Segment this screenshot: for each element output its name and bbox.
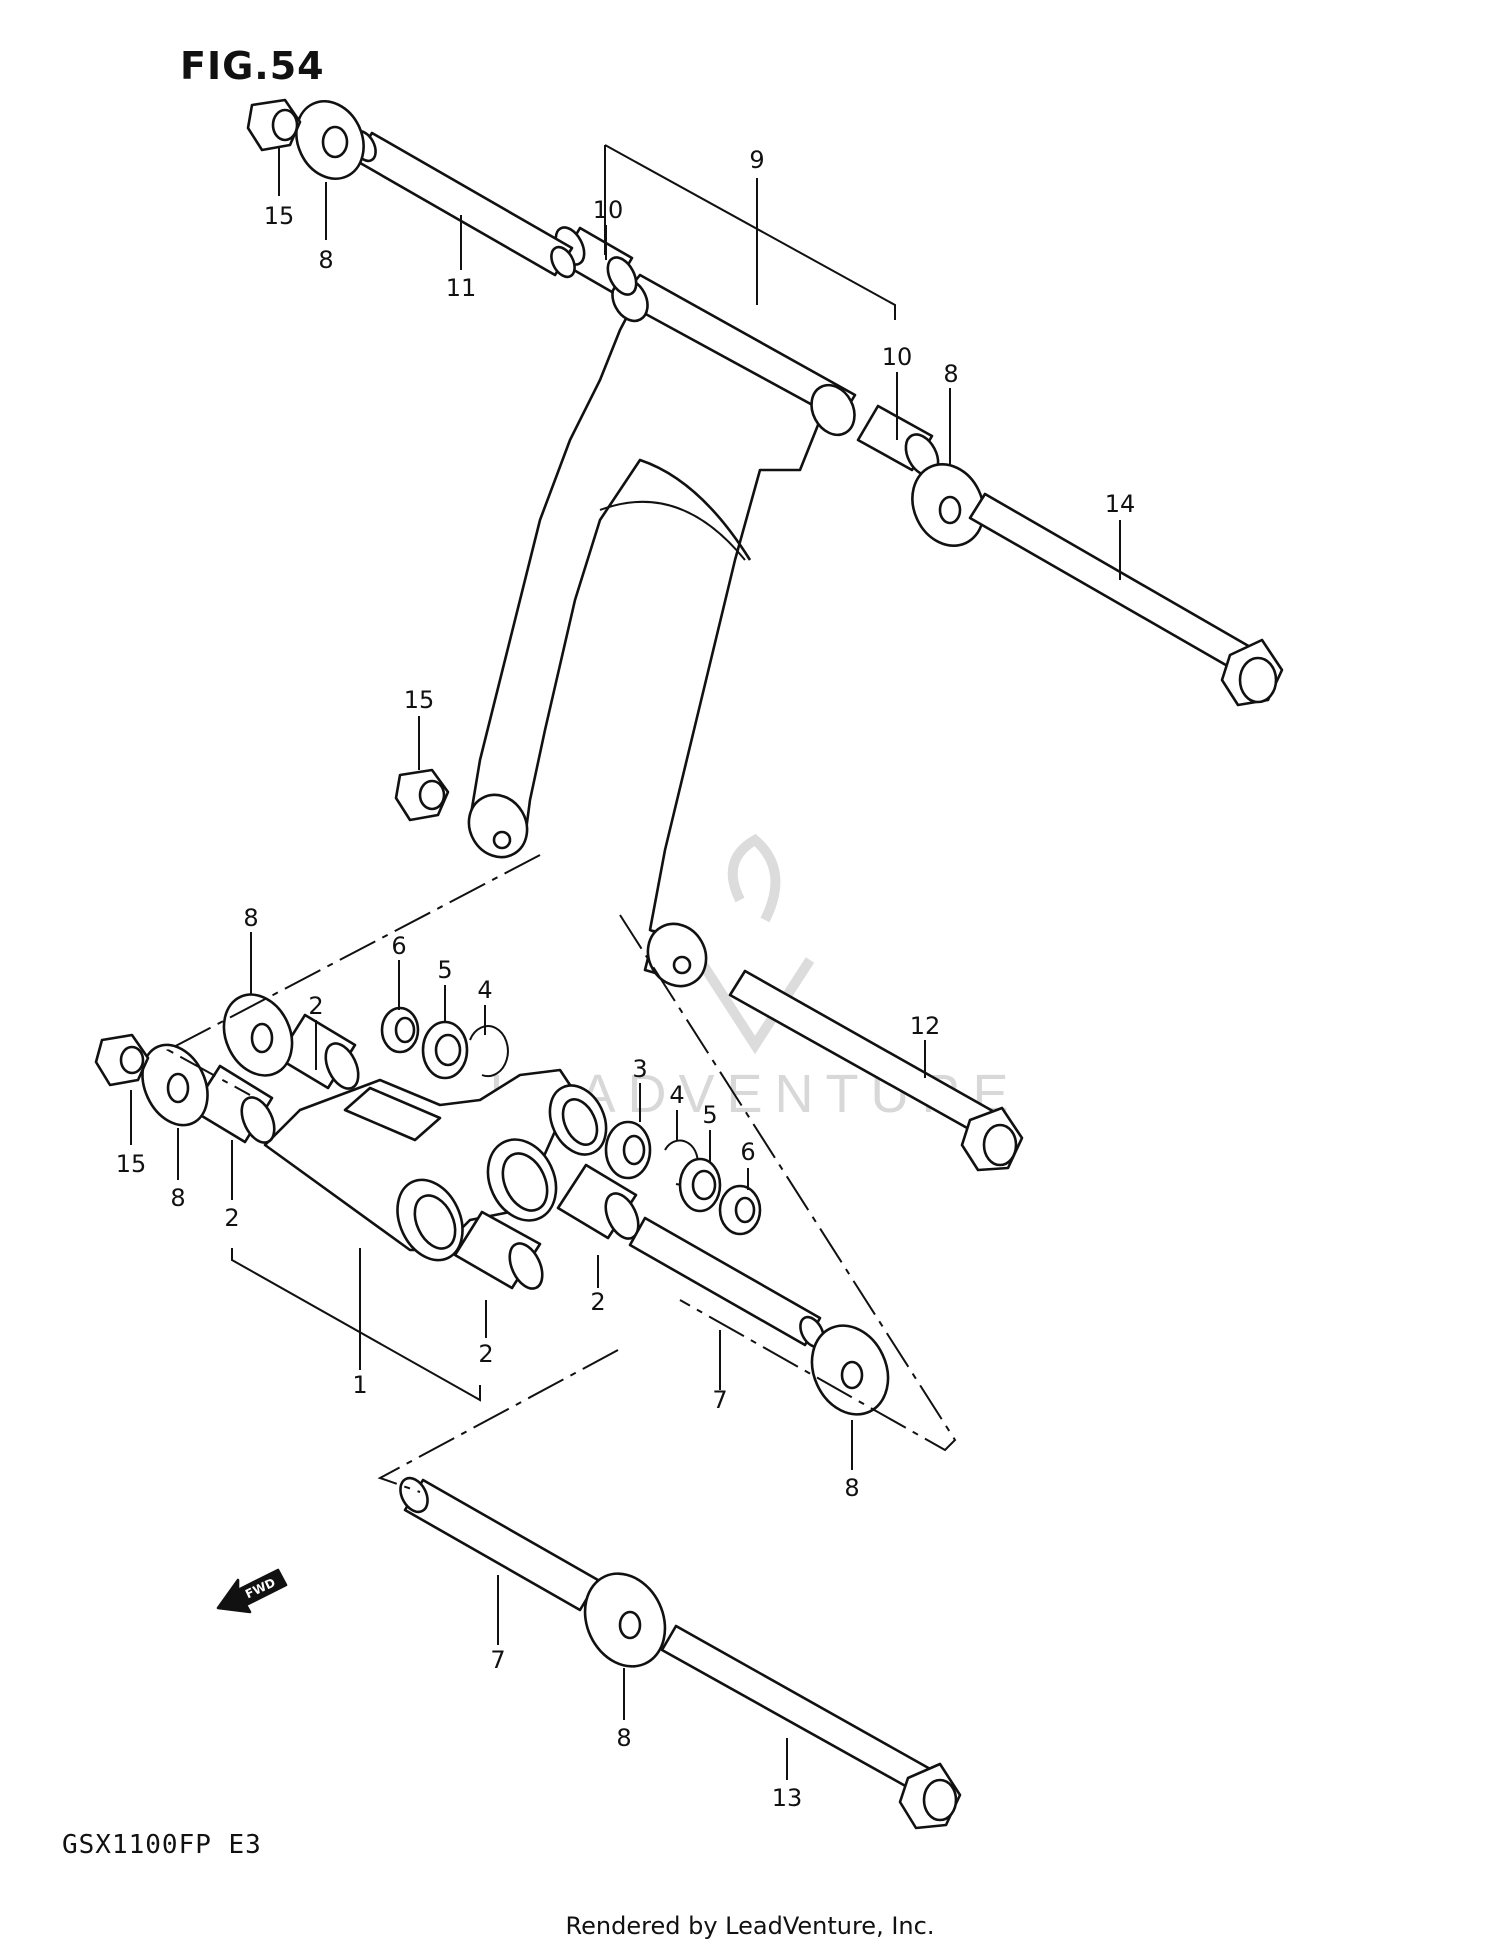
callout-8-top: 8 — [318, 246, 333, 274]
callout-8-shaft7-lower: 8 — [616, 1724, 631, 1752]
bearing-2-b — [190, 1064, 276, 1144]
shaft-7-right — [628, 1216, 825, 1349]
callout-7-lower: 7 — [490, 1646, 505, 1674]
callout-8-lower-a: 8 — [243, 904, 258, 932]
callout-5-lower: 5 — [702, 1101, 717, 1129]
footer-credit: Rendered by LeadVenture, Inc. — [565, 1912, 935, 1940]
washer-8-right — [911, 463, 985, 547]
callout-5-upper: 5 — [437, 956, 452, 984]
callout-2-b: 2 — [224, 1204, 239, 1232]
nut-15-mid — [394, 768, 450, 822]
bush-6-upper — [380, 1006, 420, 1054]
nut-15-lower — [94, 1033, 150, 1087]
washer-8-shaft7-lower — [583, 1572, 667, 1668]
callout-15-lower: 15 — [116, 1150, 147, 1178]
cushion-lever-9 — [467, 273, 857, 988]
callout-6-lower: 6 — [740, 1138, 755, 1166]
callout-8-shaft7-right: 8 — [844, 1474, 859, 1502]
washer-8-lower-a — [222, 993, 294, 1077]
callout-12: 12 — [910, 1012, 941, 1040]
bearing-2-d — [556, 1163, 640, 1240]
callout-4-upper: 4 — [477, 976, 492, 1004]
callout-1: 1 — [352, 1371, 367, 1399]
bolt-14 — [968, 492, 1284, 707]
bearing-5-lower — [678, 1157, 722, 1213]
bush-6-lower — [718, 1184, 762, 1236]
washer-8-lower-b — [141, 1043, 209, 1127]
callout-11: 11 — [446, 274, 477, 302]
callout-2-c: 2 — [590, 1288, 605, 1316]
assembly-lines — [165, 144, 957, 1493]
leader-lines — [130, 148, 1121, 1780]
callout-14: 14 — [1105, 490, 1136, 518]
callout-2-a: 2 — [308, 992, 323, 1020]
callout-10-lower: 10 — [882, 343, 913, 371]
watermark-logo — [695, 833, 815, 1055]
spacer-3 — [604, 1120, 652, 1180]
callout-13: 13 — [772, 1784, 803, 1812]
bolt-12 — [728, 969, 1024, 1172]
nut-15-top — [246, 98, 302, 152]
shaft-7-lower — [399, 1476, 600, 1612]
fwd-arrow-icon: FWD — [216, 1568, 288, 1614]
bolt-13 — [660, 1624, 962, 1830]
callout-10-upper: 10 — [593, 196, 624, 224]
callout-3: 3 — [632, 1055, 647, 1083]
callout-8-lower-b: 8 — [170, 1184, 185, 1212]
callout-4-lower: 4 — [669, 1081, 684, 1109]
cushion-rod-1 — [263, 1068, 608, 1262]
bearing-5-upper — [421, 1020, 469, 1080]
callout-7-right: 7 — [712, 1386, 727, 1414]
washer-8-shaft7-right — [810, 1324, 890, 1416]
callout-labels: 9 10 10 15 8 11 8 14 15 8 2 6 5 4 12 3 4… — [116, 146, 1136, 1812]
callout-8-right: 8 — [943, 360, 958, 388]
bearing-10-lower — [856, 404, 940, 477]
circlip-4-upper — [469, 1025, 509, 1078]
callout-15-top: 15 — [264, 202, 295, 230]
callout-15-mid: 15 — [404, 686, 435, 714]
callout-9: 9 — [749, 146, 764, 174]
shaft-11 — [351, 129, 576, 279]
callout-2-d: 2 — [478, 1340, 493, 1368]
washer-8-top — [295, 100, 365, 180]
figure-title: FIG.54 — [180, 44, 325, 88]
callout-6-upper: 6 — [391, 932, 406, 960]
bearing-2-c — [453, 1210, 544, 1290]
model-code: GSX1100FP E3 — [62, 1830, 262, 1860]
